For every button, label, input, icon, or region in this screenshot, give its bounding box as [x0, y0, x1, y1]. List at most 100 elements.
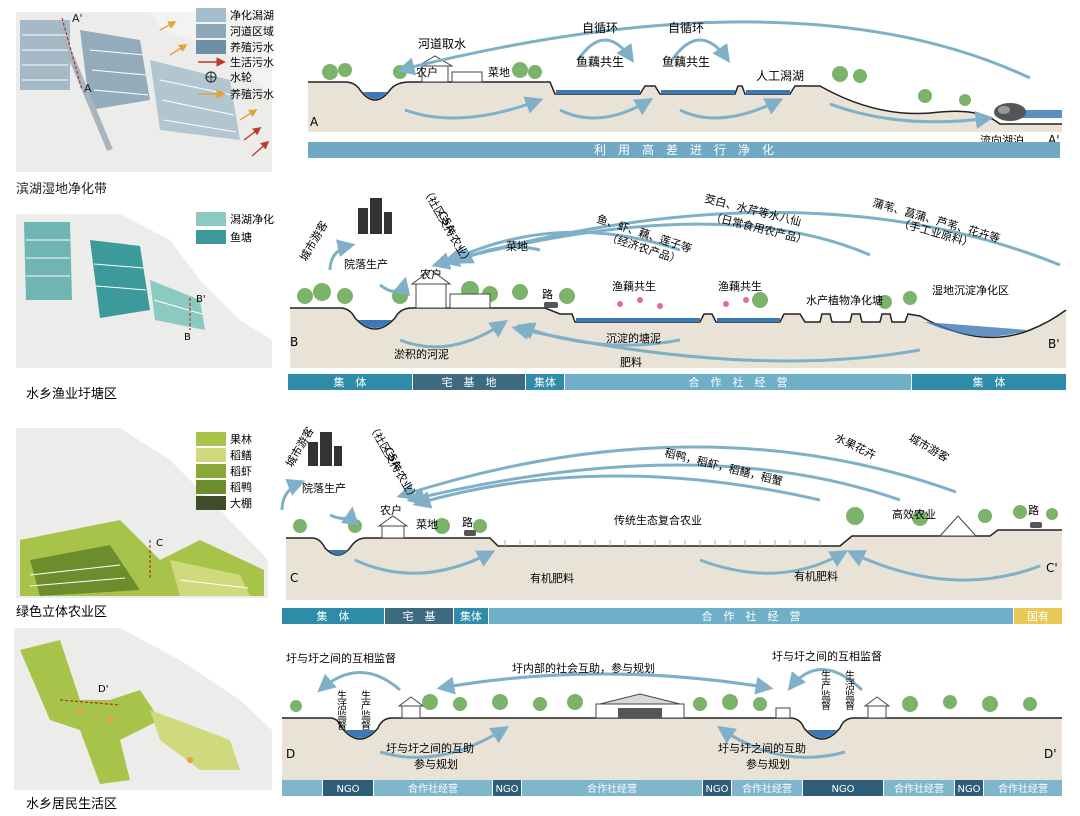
water-body [345, 730, 375, 738]
zone-label: NGO [495, 784, 518, 795]
house-icon [397, 696, 891, 719]
legend-swatch [196, 496, 226, 510]
farmhouse-icon [377, 515, 409, 539]
tourist-label: 城市游客 [296, 218, 330, 263]
zone-label: 合作社经营 [894, 782, 944, 795]
map-a-title: 滨湖湿地净化带 [16, 181, 107, 197]
life-supervision-label: 生活监督 [843, 669, 855, 710]
plan-label: 参与规划 [414, 757, 458, 771]
city-building-icon [358, 198, 392, 234]
vegetable-label: 菜地 [416, 518, 438, 531]
map-c-start-label: C [156, 538, 163, 549]
zone-label: 集 体 [973, 375, 1006, 389]
legend-swatch [196, 40, 226, 54]
section-end-label: A' [1048, 133, 1060, 147]
section-start-label: C [290, 571, 298, 585]
section-c: 城市游客 （社区支持农业） CSA 院落生产 农户 菜地 路 路 稻鸭，稻虾，稻… [280, 421, 1062, 624]
farmhouse-label: 农户 [380, 503, 402, 517]
lotus-label: 渔藕共生 [718, 279, 762, 293]
courtyard-label: 院落生产 [302, 481, 346, 495]
plant-pond-label: 水产植物净化塘 [806, 293, 883, 307]
zone-label: 集体 [460, 609, 482, 623]
road-label: 路 [542, 288, 553, 301]
legend-swatch [196, 24, 226, 38]
flow-arrows [280, 445, 1041, 582]
legend-swatch [196, 448, 226, 462]
map-a-mid-label: A [84, 82, 92, 95]
panel-b: B' B 水乡渔业圩塘区 潟湖净化 鱼塘 [16, 185, 1067, 402]
wetland-label: 湿地沉淀净化区 [932, 283, 1009, 297]
mutual-label: 圩与圩之间的互相监督 [772, 649, 882, 663]
life-supervision-label: 生活监督 [335, 689, 347, 730]
farmhouse-label: 农户 [420, 267, 442, 281]
legend-swatch [196, 8, 226, 22]
traditional-label: 传统生态复合农业 [614, 513, 702, 527]
water-body [576, 318, 700, 322]
organic-label: 有机肥料 [530, 571, 574, 585]
production-supervision-label: 生产监督 [819, 669, 831, 710]
water-body [925, 322, 1028, 337]
road-label: 路 [1028, 504, 1039, 517]
greenhouse-icon [938, 515, 978, 537]
water-body [717, 318, 780, 322]
legend-swatch [196, 464, 226, 478]
river-intake-label: 河道取水 [418, 37, 466, 51]
legend-label: 河道区域 [230, 24, 274, 38]
production-supervision-label: 生产监督 [359, 689, 371, 730]
legend-swatch [196, 432, 226, 446]
map-b-end-label: B' [196, 294, 206, 305]
zone-label: 集 体 [334, 375, 367, 389]
lotus-label: 渔藕共生 [612, 279, 656, 293]
zone-label: 合作社经营 [587, 782, 637, 795]
water-body [363, 92, 387, 99]
lagoon-label: 人工潟湖 [756, 68, 804, 83]
section-title: 利 用 高 差 进 行 净 化 [594, 142, 774, 157]
water-body [746, 90, 790, 94]
panel-a: A' A 滨湖湿地净化带 净化潟湖 河道区域 养殖污水 生活污水 水轮 养殖污水 [16, 8, 1062, 197]
section-end-label: B' [1048, 337, 1060, 351]
zone-bar: NGO 合作社经营 NGO 合作社经营 NGO 合作社经营 NGO 合作社经营 … [282, 780, 1062, 796]
ground-profile [308, 82, 1062, 132]
fruit-label: 水果花卉 [833, 431, 878, 462]
panel-c: C 绿色立体农业区 果林 稻鳝 稻虾 稻鸭 大棚 [16, 421, 1062, 624]
road-label: 路 [462, 516, 473, 529]
silt-river-label: 淤积的河泥 [394, 347, 449, 361]
community-hall-icon [595, 693, 685, 719]
water-body [807, 730, 837, 738]
vegetable-label: 菜地 [506, 240, 528, 253]
legend-label: 潟湖净化 [230, 212, 274, 226]
zone-label: NGO [336, 784, 359, 795]
legend-c: 果林 稻鳝 稻虾 稻鸭 大棚 [196, 432, 252, 510]
map-b-title: 水乡渔业圩塘区 [26, 386, 117, 402]
zone-label: 合作社经营 [742, 782, 792, 795]
tourist-label: 城市游客 [907, 430, 952, 464]
efficient-label: 高效农业 [892, 507, 936, 521]
section-end-label: D' [1044, 747, 1057, 761]
lake-water [1000, 110, 1062, 118]
legend-label: 生活污水 [230, 55, 274, 69]
section-end-label: C' [1046, 561, 1058, 575]
legend-label: 净化潟湖 [230, 8, 274, 22]
flow-arrows [396, 20, 1031, 129]
map-a-start-label: A' [72, 12, 83, 25]
map-c-title: 绿色立体农业区 [16, 604, 107, 620]
water-body [661, 90, 735, 94]
zone-label: 集体 [534, 375, 556, 389]
cycle-label: 自循环 [582, 21, 618, 35]
help-label: 圩与圩之间的互助 [718, 741, 806, 755]
zone-label: NGO [705, 784, 728, 795]
zone-bar: 集 体 宅 基 集体 合 作 社 经 营 国有 [282, 608, 1062, 624]
organic-label: 有机肥料 [794, 569, 838, 583]
map-a: A' A 滨湖湿地净化带 [16, 12, 272, 197]
car-icon [464, 522, 1042, 536]
zone-label: 国有 [1027, 609, 1049, 623]
legend-label: 大棚 [230, 496, 252, 510]
section-b: 城市游客 （社区支持农业） CSA 院落生产 农户 菜地 路 鱼、虾、藕、莲子等… [288, 185, 1067, 390]
rice-field [504, 540, 821, 546]
section-start-label: A [310, 115, 319, 129]
legend-swatch [196, 230, 226, 244]
map-d: D' 水乡居民生活区 [14, 628, 272, 812]
lotus-label: 鱼藕共生 [662, 55, 710, 69]
mutual-label: 圩与圩之间的互相监督 [286, 651, 396, 665]
